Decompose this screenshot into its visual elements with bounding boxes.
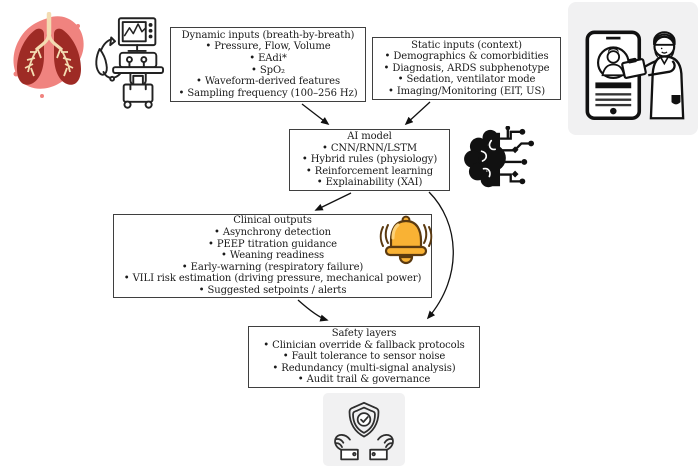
box-items: • CNN/RNN/LSTM• Hybrid rules (physiology… — [302, 143, 437, 189]
list-item: • Imaging/Monitoring (EIT, US) — [387, 85, 546, 97]
list-item: • Fault tolerance to sensor noise — [282, 351, 446, 363]
arrow-dynamic-to-ai — [301, 103, 330, 126]
list-item: • Hybrid rules (physiology) — [301, 154, 438, 166]
arrow-static-to-ai — [404, 101, 431, 126]
ai-brain-icon — [464, 126, 535, 188]
lungs-icon — [13, 12, 84, 98]
box-title: Static inputs (context) — [411, 39, 522, 51]
hands-holding-shield-icon — [334, 401, 394, 460]
box-title: AI model — [347, 131, 392, 143]
clinician-with-phone-icon — [585, 29, 685, 120]
list-item: • Redundancy (multi-signal analysis) — [272, 362, 456, 374]
list-item: • Asynchrony detection — [214, 227, 331, 239]
box-ai-model: AI model • CNN/RNN/LSTM• Hybrid rules (p… — [289, 129, 450, 191]
list-item: • Suggested setpoints / alerts — [198, 284, 347, 296]
box-title: Safety layers — [331, 328, 397, 340]
list-item: • Pressure, Flow, Volume — [205, 41, 331, 53]
list-item: • Sampling frequency (100–256 Hz) — [178, 87, 358, 99]
list-item: • Explainability (XAI) — [316, 177, 423, 189]
box-clinical-outputs: Clinical outputs • Asynchrony detection•… — [113, 214, 432, 298]
box-items: • Clinician override & fallback protocol… — [263, 339, 465, 386]
box-title: Dynamic inputs (breath-by-breath) — [181, 29, 355, 41]
safety-shield-panel — [323, 393, 405, 466]
list-item: • Waveform-derived features — [195, 76, 340, 88]
list-item: • Diagnosis, ARDS subphenotype — [383, 62, 550, 74]
list-item: • SpO₂ — [251, 64, 285, 76]
list-item: • Sedation, ventilator mode — [397, 74, 536, 86]
arrow-clinical-to-safety — [297, 299, 329, 322]
telemedicine-panel — [568, 2, 698, 135]
box-items: • Pressure, Flow, Volume• EAdi*• SpO₂• W… — [178, 41, 357, 99]
list-item: • EAdi* — [249, 52, 287, 64]
box-items: • Demographics & comorbidities• Diagnosi… — [384, 51, 550, 97]
list-item: • Early-warning (respiratory failure) — [181, 261, 364, 273]
box-safety-layers: Safety layers • Clinician override & fal… — [248, 326, 480, 388]
list-item: • Demographics & comorbidities — [384, 51, 549, 63]
box-items: • Asynchrony detection• PEEP titration g… — [124, 227, 422, 297]
list-item: • PEEP titration guidance — [207, 238, 337, 250]
list-item: • CNN/RNN/LSTM — [322, 142, 417, 154]
list-item: • VILI risk estimation (driving pressure… — [123, 273, 422, 285]
list-item: • Audit trail & governance — [297, 374, 431, 386]
box-static-inputs: Static inputs (context) • Demographics &… — [372, 37, 561, 100]
list-item: • Reinforcement learning — [305, 165, 434, 177]
list-item: • Weaning readiness — [220, 250, 325, 262]
ventilator-icon — [95, 17, 164, 109]
alert-bell-icon — [379, 215, 433, 265]
box-dynamic-inputs: Dynamic inputs (breath-by-breath) • Pres… — [170, 27, 366, 102]
box-title: Clinical outputs — [233, 215, 312, 227]
list-item: • Clinician override & fallback protocol… — [263, 339, 465, 351]
arrow-ai-to-clinical — [314, 192, 352, 211]
